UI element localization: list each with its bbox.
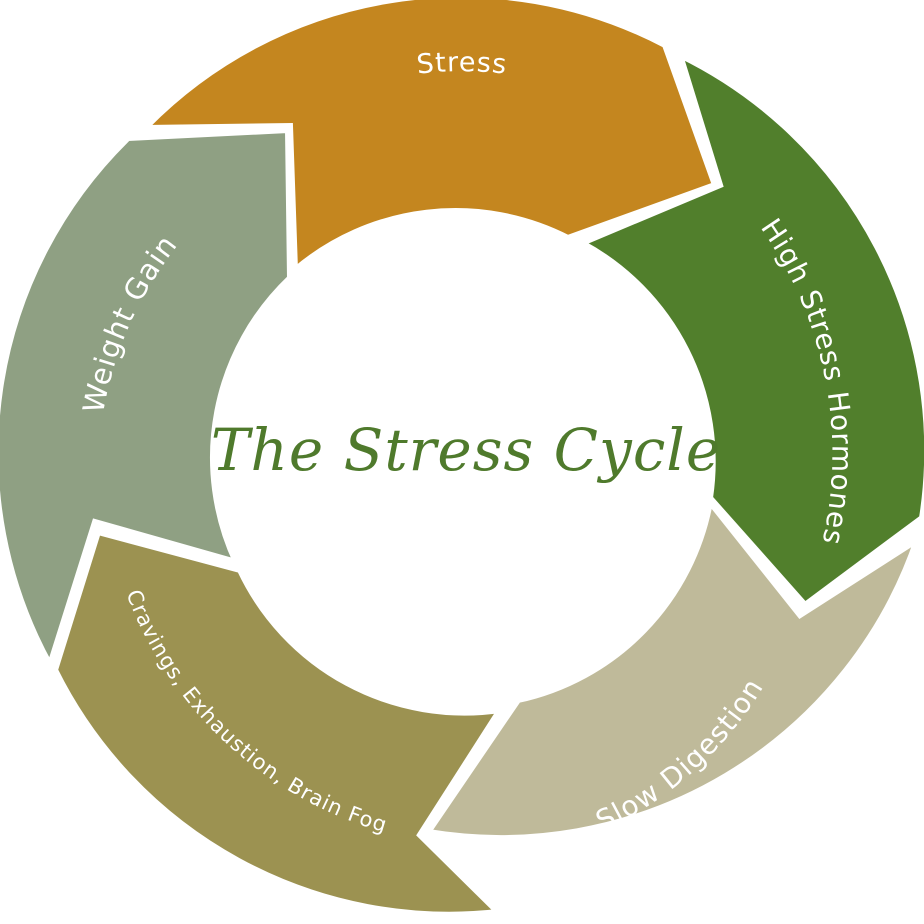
segment-label-stress: Stress [415,47,508,81]
segment-slow-digestion [422,494,923,842]
segment-cravings [51,528,507,918]
segment-high-stress-hormones [575,49,924,610]
segment-weight-gain [0,126,294,673]
segment-stress [137,0,719,277]
center-circle [216,216,708,708]
diagram-title: The Stress Cycle [211,416,721,484]
